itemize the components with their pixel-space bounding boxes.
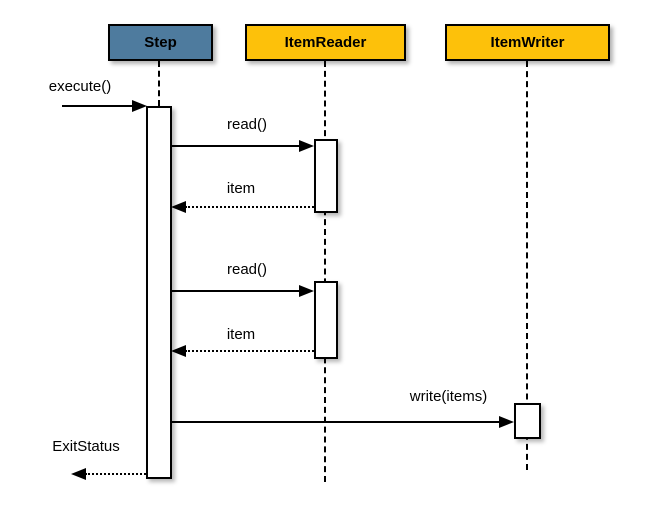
arrowhead-right-icon	[299, 285, 314, 297]
message-label-read-2: read()	[226, 261, 267, 278]
message-label-read-1: read()	[226, 116, 267, 133]
activation-itemreader-2	[314, 281, 338, 359]
message-line-item-1	[185, 206, 314, 208]
arrowhead-left-icon	[71, 468, 86, 480]
message-line-read-2	[172, 290, 302, 292]
participant-box-itemreader: ItemReader	[245, 24, 406, 61]
message-line-exitstatus	[85, 473, 146, 475]
participant-label-itemreader: ItemReader	[284, 34, 367, 51]
participant-label-itemwriter: ItemWriter	[490, 34, 565, 51]
arrowhead-left-icon	[171, 201, 186, 213]
message-label-item-1: item	[226, 180, 256, 197]
lifeline-itemwriter	[526, 61, 528, 470]
activation-itemwriter	[514, 403, 541, 439]
lifeline-itemreader	[324, 61, 326, 482]
message-label-execute: execute()	[48, 78, 112, 95]
activation-step	[146, 106, 172, 479]
participant-box-itemwriter: ItemWriter	[445, 24, 610, 61]
lifeline-step	[158, 61, 160, 106]
message-label-item-2: item	[226, 326, 256, 343]
message-label-write: write(items)	[409, 388, 488, 405]
message-line-execute	[62, 105, 134, 107]
arrowhead-left-icon	[171, 345, 186, 357]
arrowhead-right-icon	[299, 140, 314, 152]
message-line-read-1	[172, 145, 302, 147]
message-line-item-2	[185, 350, 314, 352]
message-label-exitstatus: ExitStatus	[52, 438, 120, 455]
arrowhead-right-icon	[132, 100, 147, 112]
participant-box-step: Step	[108, 24, 213, 61]
message-line-write	[172, 421, 502, 423]
arrowhead-right-icon	[499, 416, 514, 428]
participant-label-step: Step	[144, 34, 177, 51]
activation-itemreader-1	[314, 139, 338, 213]
